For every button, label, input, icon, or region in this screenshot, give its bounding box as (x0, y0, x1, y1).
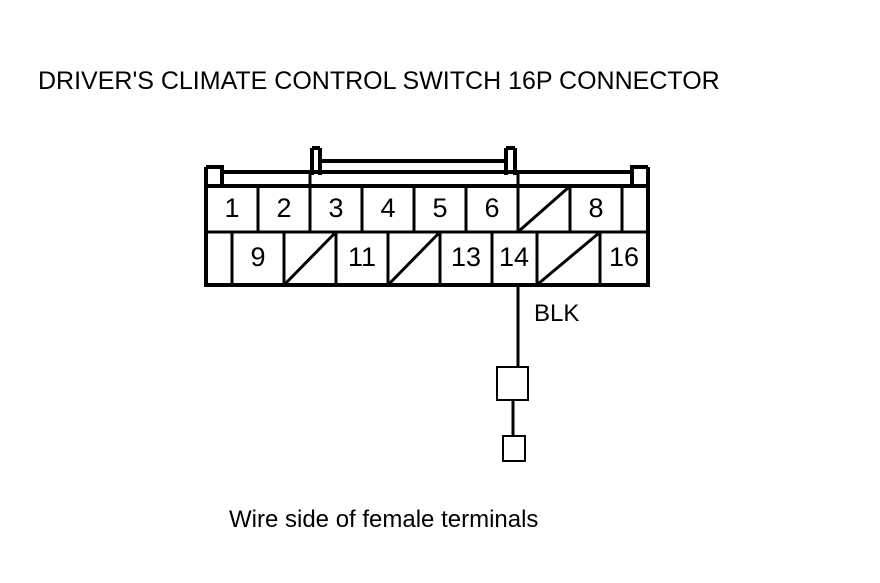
bottom-blank-slash-12 (387, 231, 441, 286)
connector-latch (310, 146, 517, 175)
diagram-caption: Wire side of female terminals (229, 506, 538, 533)
terminal-box-small (502, 435, 526, 462)
pin-label-1: 1 (224, 193, 239, 223)
top-row: 1 2 3 4 5 6 8 (224, 172, 624, 233)
pin-label-4: 4 (380, 193, 395, 223)
top-blank-slash-7 (518, 185, 570, 233)
bottom-blank-slash-10 (283, 231, 337, 286)
pin-label-14: 14 (499, 242, 529, 272)
pin-label-3: 3 (328, 193, 343, 223)
wire-color-label: BLK (534, 300, 579, 327)
pin-label-9: 9 (250, 242, 265, 272)
connector-top-notch-edge (206, 165, 648, 188)
terminal-box-large (496, 366, 529, 401)
page-title: DRIVER'S CLIMATE CONTROL SWITCH 16P CONN… (38, 67, 720, 95)
pin-label-11: 11 (348, 242, 376, 272)
pin-label-8: 8 (588, 193, 603, 223)
wire-assembly: BLK (496, 285, 579, 462)
pin-label-16: 16 (609, 242, 639, 272)
bottom-row: 9 11 13 14 16 (230, 231, 639, 286)
pin-label-6: 6 (484, 193, 499, 223)
pin-label-2: 2 (276, 193, 291, 223)
pin-label-13: 13 (451, 242, 481, 272)
bottom-blank-slash-15 (537, 231, 600, 286)
pin-label-5: 5 (432, 193, 447, 223)
